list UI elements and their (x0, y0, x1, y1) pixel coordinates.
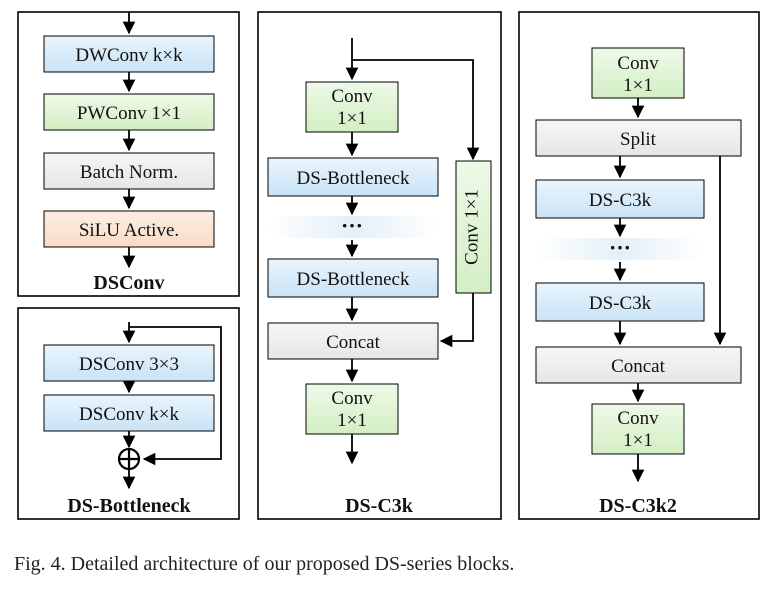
c3k-side-conv-label: Conv 1×1 (461, 189, 482, 265)
c3k-concat-block (267, 322, 439, 360)
circled-plus-icon (117, 447, 141, 471)
panel-dsconv: DWConv k×k PWConv 1×1 Batch Norm. SiLU A… (17, 11, 240, 297)
c3k2-concat-block (535, 346, 742, 384)
silu-block (43, 210, 215, 248)
batchnorm-label: Batch Norm. (80, 162, 178, 183)
silu-label: SiLU Active. (79, 220, 179, 241)
dsconv-kxk-label: DSConv k×k (79, 404, 179, 425)
c3k2-split-label: Split (620, 129, 657, 150)
c3k2-c3k-2-label: DS-C3k (589, 293, 652, 314)
figure-caption: Fig. 4. Detailed architecture of our pro… (14, 553, 515, 575)
dwconv-label: DWConv k×k (75, 45, 183, 66)
c3k-bottleneck-1-label: DS-Bottleneck (297, 168, 410, 189)
dsconv-kxk-block (43, 394, 215, 432)
panel-ds-c3k: Conv 1×1 DS-Bottleneck ··· DS-Bottleneck… (257, 11, 502, 520)
c3k-bottleneck-1-block (267, 157, 439, 197)
c3k-conv-bottom-label-2: 1×1 (337, 410, 367, 431)
dsconv-title: DSConv (93, 272, 164, 294)
c3k2-conv-top-label-2: 1×1 (623, 75, 653, 96)
pwconv-label: PWConv 1×1 (77, 103, 181, 124)
c3k-conv-top-label-1: Conv (331, 86, 373, 107)
c3k2-conv-bottom-label-1: Conv (617, 408, 659, 429)
c3k2-conv-top-block (591, 47, 685, 99)
c3k2-ellipsis: ··· (609, 235, 631, 260)
pwconv-block (43, 93, 215, 131)
dsconv-3x3-block (43, 344, 215, 382)
ds-c3k2-title: DS-C3k2 (599, 495, 677, 517)
ds-bottleneck-title: DS-Bottleneck (67, 495, 191, 517)
architecture-diagram: DWConv k×k PWConv 1×1 Batch Norm. SiLU A… (17, 11, 760, 520)
c3k2-split-block (535, 119, 742, 157)
c3k-bottleneck-2-label: DS-Bottleneck (297, 269, 410, 290)
c3k-conv-top-block (305, 81, 399, 133)
ds-c3k-title: DS-C3k (345, 495, 414, 517)
dwconv-block (43, 35, 215, 73)
c3k2-c3k-1-block (535, 179, 705, 219)
c3k-ellipsis: ··· (341, 213, 363, 238)
c3k2-conv-bottom-block (591, 403, 685, 455)
c3k-conv-top-label-2: 1×1 (337, 108, 367, 129)
c3k2-concat-label: Concat (611, 356, 666, 377)
panel-ds-c3k2: Conv 1×1 Split DS-C3k ··· DS-C3k Concat … (518, 11, 760, 520)
c3k2-conv-top-label-1: Conv (617, 53, 659, 74)
c3k2-c3k-2-block (535, 282, 705, 322)
c3k-bottleneck-2-block (267, 258, 439, 298)
panel-ds-bottleneck: DSConv 3×3 DSConv k×k DS-Bottleneck (17, 307, 240, 520)
dsconv-3x3-label: DSConv 3×3 (79, 354, 179, 375)
c3k2-conv-bottom-label-2: 1×1 (623, 430, 653, 451)
c3k-concat-label: Concat (326, 332, 381, 353)
c3k2-c3k-1-label: DS-C3k (589, 190, 652, 211)
c3k-conv-bottom-block (305, 383, 399, 435)
c3k-conv-bottom-label-1: Conv (331, 388, 373, 409)
